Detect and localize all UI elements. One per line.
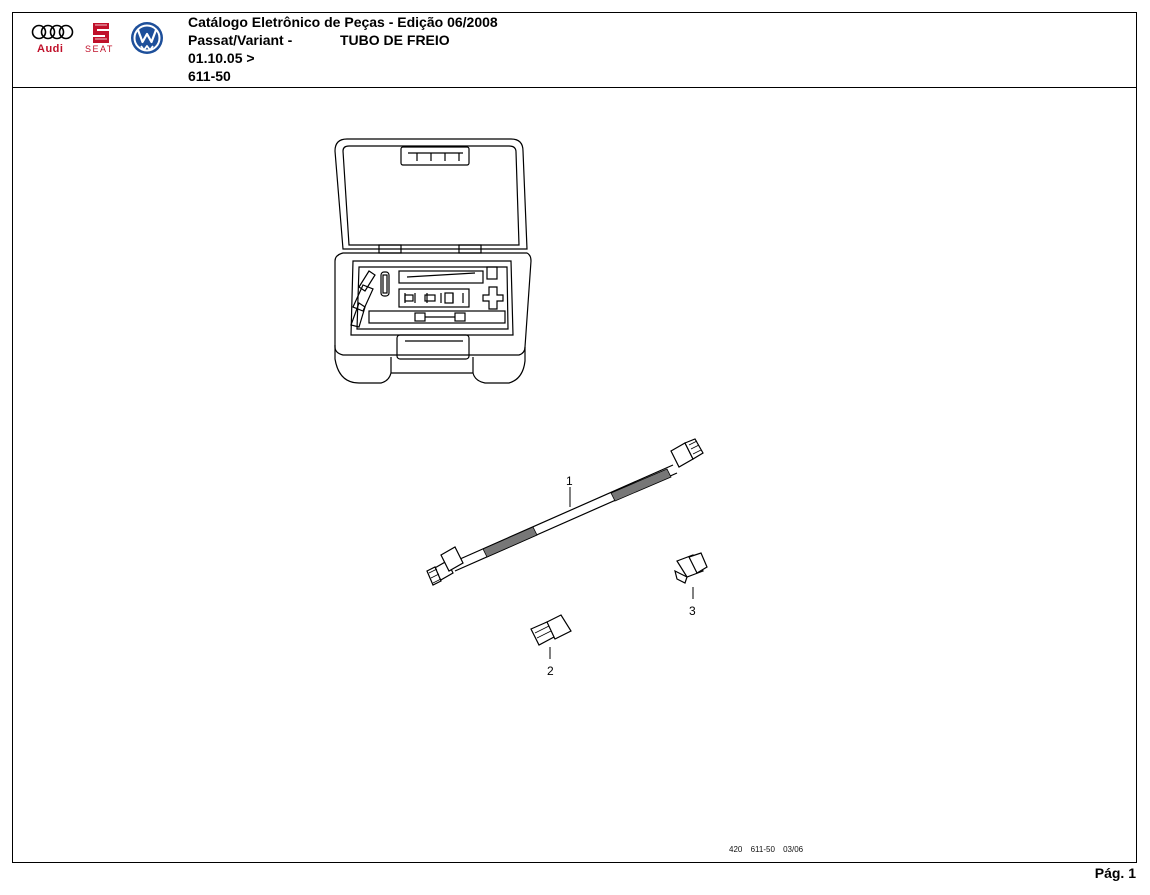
header-text: Catálogo Eletrônico de Peças - Edição 06…: [188, 13, 498, 85]
seat-label: SEAT: [85, 44, 114, 54]
audi-label: Audi: [37, 43, 63, 55]
part-group-title: TUBO DE FREIO: [340, 32, 450, 48]
page-number: Pág. 1: [1094, 865, 1136, 881]
callout-2: 2: [547, 664, 554, 678]
drawing-code: 420 611-50 03/06: [729, 845, 804, 854]
callouts: [549, 487, 694, 659]
catalog-title: Catálogo Eletrônico de Peças - Edição 06…: [188, 14, 498, 30]
catalog-header: Audi SEAT Catálogo Eletrônico de Peças -…: [13, 13, 1136, 88]
tool-case-illustration: [334, 138, 532, 384]
date-range: 01.10.05 >: [188, 50, 255, 66]
model-name: Passat/Variant -: [188, 32, 293, 48]
audi-logo: [31, 24, 74, 40]
fitting-item-2-illustration: [530, 614, 572, 646]
vw-logo: [131, 22, 163, 54]
brand-logos: Audi SEAT: [31, 22, 163, 55]
catalog-sheet: Audi SEAT Catálogo Eletrônico de Peças -…: [12, 12, 1137, 863]
callout-3: 3: [689, 604, 696, 618]
brake-pipe-illustration: [426, 438, 704, 586]
section-code: 611-50: [188, 68, 231, 84]
parts-drawing: 1 2 3: [334, 138, 708, 678]
seat-logo: [93, 23, 109, 43]
callout-1: 1: [566, 474, 573, 488]
fitting-item-3-illustration: [674, 552, 708, 584]
